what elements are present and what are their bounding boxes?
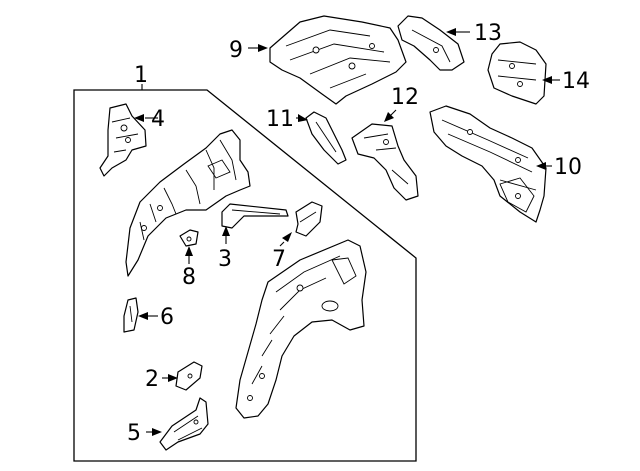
part-11 [305,111,347,165]
part-12 [351,123,419,201]
callout-7: 7 [272,247,286,272]
callout-5: 5 [127,421,141,446]
part-7 [295,201,323,237]
callout-1: 1 [134,63,148,88]
part-10 [429,105,547,223]
part-4 [99,103,147,177]
part-14 [487,41,547,105]
part-13 [397,15,465,71]
callout-6: 6 [160,305,174,330]
callout-13: 13 [474,21,502,46]
part-9 [269,15,407,105]
callout-11: 11 [266,107,294,132]
part-2 [175,361,203,391]
callout-2: 2 [145,367,159,392]
part-8 [179,229,199,247]
callout-8: 8 [182,265,196,290]
callout-10: 10 [554,155,582,180]
callout-9: 9 [229,38,243,63]
callout-4: 4 [151,107,165,132]
callout-12: 12 [391,85,419,110]
part-inner-wheelhouse [125,129,251,277]
assembly-frame [73,89,417,462]
part-6 [123,297,139,333]
part-outer-quarter-panel [235,239,367,419]
part-5 [159,397,209,451]
callout-3: 3 [218,247,232,272]
leader-lines [134,28,560,436]
callout-14: 14 [562,69,590,94]
part-3 [221,203,289,229]
